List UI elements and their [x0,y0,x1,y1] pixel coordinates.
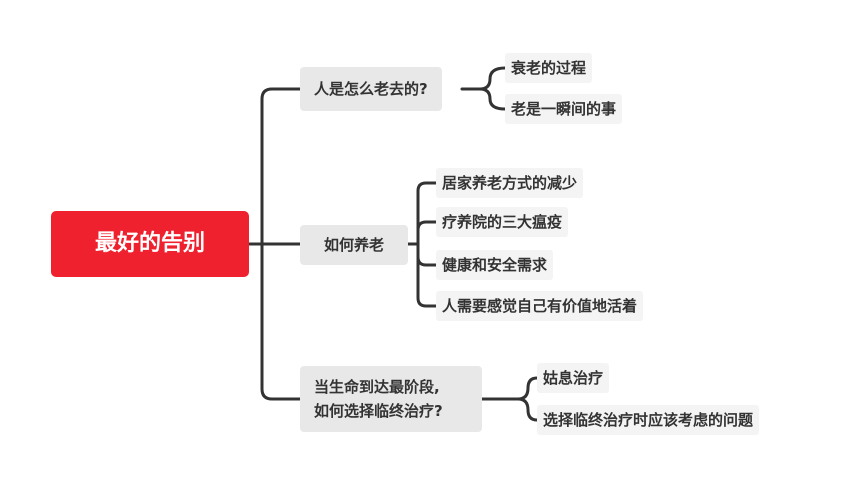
topic-line-1: 当生命到达最阶段, [314,378,440,396]
topic-line-2: 如何选择临终治疗? [314,402,443,420]
subtopic-end-of-life-considerations[interactable]: 选择临终治疗时应该考虑的问题 [537,405,760,435]
subtopic-health-safety-needs[interactable]: 健康和安全需求 [436,250,554,280]
leaf-connector-2-3 [416,242,438,267]
topic-how-people-age[interactable]: 人是怎么老去的? [300,67,442,111]
subtopic-home-care-decline[interactable]: 居家养老方式的减少 [436,168,584,198]
subtopic-living-with-value[interactable]: 人需要感觉自己有价值地活着 [436,291,644,321]
leaf-connector-2-1 [416,181,438,246]
leaf-connector-2-2 [416,220,438,246]
leaf-connector-2-4 [416,242,438,308]
topic-how-to-care-for-elderly[interactable]: 如何养老 [300,225,408,265]
leaf-connector-1-1 [478,66,507,91]
subtopic-aging-process[interactable]: 衰老的过程 [505,53,593,83]
branch-connector-3 [260,242,302,401]
subtopic-palliative-care[interactable]: 姑息治疗 [537,363,610,393]
leaf-connector-3-1 [516,376,539,401]
root-topic[interactable]: 最好的告别 [51,211,249,277]
subtopic-nursing-home-plagues[interactable]: 疗养院的三大瘟疫 [436,207,569,237]
leaf-connector-3-2 [516,397,539,422]
leaf-connector-1-2 [478,87,507,111]
topic-end-of-life-treatment[interactable]: 当生命到达最阶段, 如何选择临终治疗? [300,366,482,432]
branch-connector-1 [260,87,302,246]
subtopic-aging-instant[interactable]: 老是一瞬间的事 [505,94,623,124]
